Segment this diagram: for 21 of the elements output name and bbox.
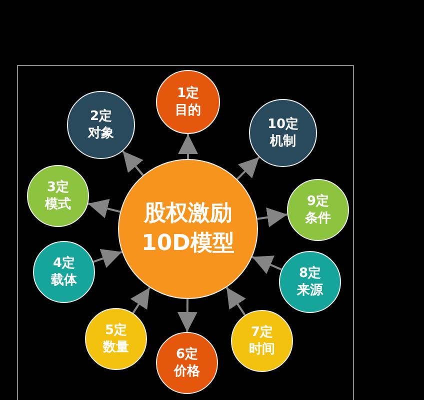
topic-label: 6定价格 — [172, 346, 201, 380]
arrow — [252, 256, 282, 274]
arrow — [130, 287, 151, 314]
topic-label: 1定目的 — [174, 85, 202, 119]
topic-label: 10定机制 — [267, 116, 299, 150]
arrow — [257, 208, 288, 228]
topic-label: 3定模式 — [44, 179, 72, 213]
topic-label: 5定数量 — [102, 322, 130, 356]
arrow — [122, 150, 144, 176]
arrow — [92, 249, 122, 268]
arrow — [88, 198, 120, 218]
topic-label: 8定来源 — [296, 265, 324, 299]
arrow — [178, 134, 198, 159]
topic-label: 9定条件 — [304, 193, 332, 227]
hub-label: 股权激励10D模型 — [140, 200, 236, 258]
arrow — [177, 298, 198, 332]
topic-label: 2定对象 — [86, 108, 115, 142]
arrow — [236, 156, 260, 180]
topic-label: 7定时间 — [248, 324, 276, 358]
topic-label: 4定载体 — [50, 255, 78, 289]
arrow — [226, 286, 246, 316]
